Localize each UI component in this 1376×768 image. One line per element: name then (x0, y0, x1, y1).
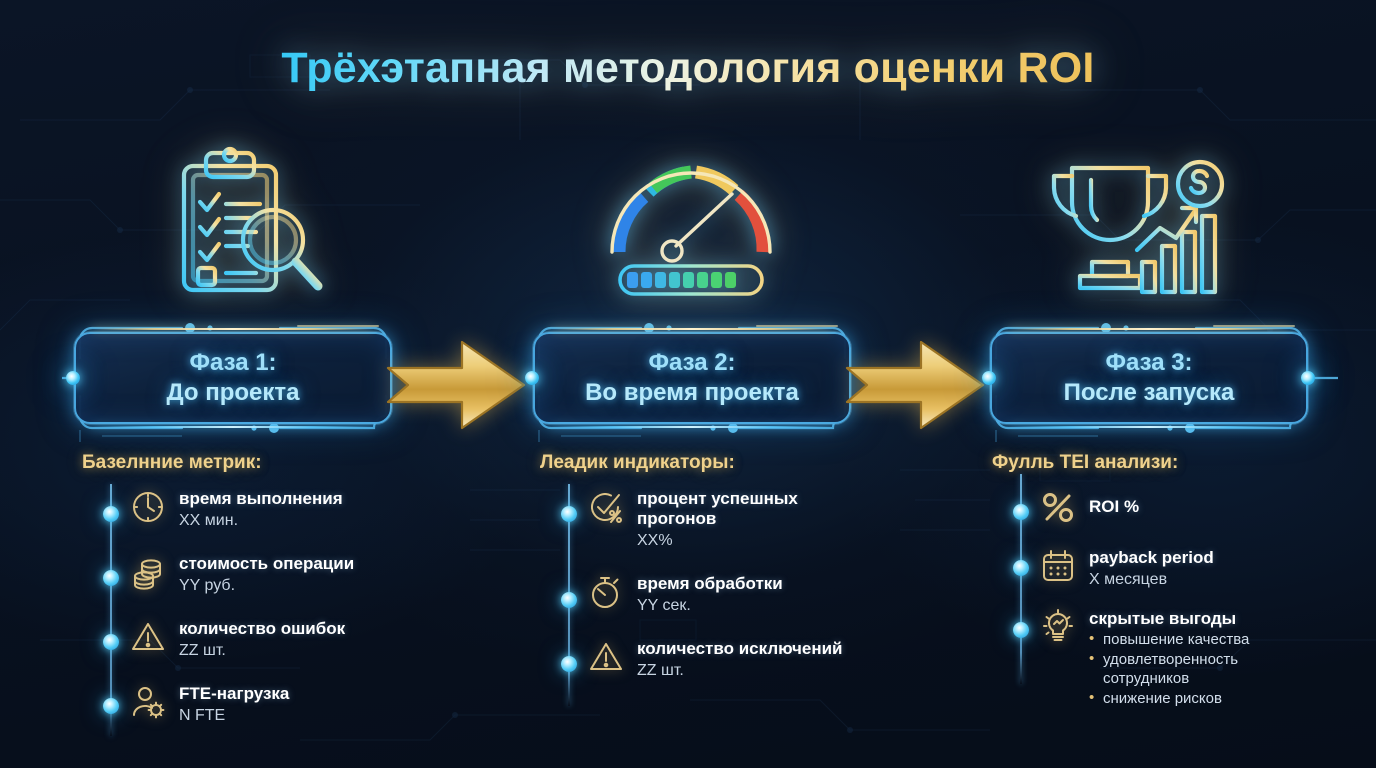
benefit-item: удовлетворенность сотрудников (1089, 649, 1294, 689)
list-item: количество исключений ZZ шт. (540, 638, 896, 681)
phase-2-dot-2 (561, 592, 577, 608)
phase-2-line2: Во время проекта (585, 379, 799, 406)
list-item: FTE-нагрузка N FTE (82, 683, 438, 726)
phase-1-timeline (110, 484, 112, 736)
check-percent-icon (591, 493, 622, 523)
list-item-label: ROI % (1089, 496, 1140, 516)
list-item: payback period X месяцев (992, 547, 1348, 590)
clipboard-magnifier-icon (181, 146, 323, 293)
phase-1-bottom-accent (92, 426, 374, 428)
phase-3-timeline (1020, 474, 1022, 684)
phase-3-bottom-accent (1008, 426, 1290, 428)
phase-1-top-accent (92, 328, 374, 330)
clock-icon (133, 492, 163, 522)
connector-node-phase3-left (982, 371, 996, 385)
warning-icon (132, 623, 164, 651)
connector-node-phase2-left (525, 371, 539, 385)
list-item-value: ZZ шт. (179, 642, 226, 660)
list-item-value: YY сек. (637, 597, 691, 615)
benefit-item: повышение качества (1089, 629, 1294, 650)
phase-3-dot-1 (1013, 504, 1029, 520)
phase-3-dot-2 (1013, 560, 1029, 576)
list-item-value: ZZ шт. (637, 662, 684, 680)
phase-2-dot-3 (561, 656, 577, 672)
phase-3-line1: Фаза 3: (1105, 349, 1193, 376)
list-item-text: стоимость операции YY руб. (179, 553, 354, 596)
list-item-text: payback period X месяцев (1089, 547, 1214, 590)
calendar-icon (1043, 550, 1073, 581)
phase-2-line1: Фаза 2: (648, 349, 736, 376)
phase-3-box[interactable]: Фаза 3: После запуска (990, 328, 1308, 428)
list-item-label: скрытые выгоды (1089, 609, 1237, 629)
phase-2-bottom-accent (551, 426, 833, 428)
phase-2-heading: Леадик индикаторы: (540, 452, 735, 473)
list-item-text: время обработки YY сек. (637, 573, 783, 616)
coins-icon (134, 559, 161, 590)
phase-1-dot-4 (103, 698, 119, 714)
arrow-phase1-to-phase2 (386, 340, 526, 430)
list-item-label: время обработки (637, 574, 783, 594)
phase-1-box[interactable]: Фаза 1: До проекта (74, 328, 392, 428)
connector-node-left (66, 371, 80, 385)
lightbulb-icon (1043, 609, 1073, 642)
phase-3-dot-3 (1013, 622, 1029, 638)
phase-1-details: Базелнние метрик: время выполнения XX ми… (82, 452, 438, 736)
list-item: количество ошибок ZZ шт. (82, 618, 438, 661)
list-item: время обработки YY сек. (540, 573, 896, 616)
page-title: Трёхэтапная методология оценки ROI (281, 44, 1095, 92)
list-item-label: процент успешных прогонов (637, 489, 798, 529)
warning-icon (590, 643, 622, 671)
list-item-label: количество ошибок (179, 619, 346, 639)
list-item-value: XX% (637, 532, 673, 550)
list-item-label: FTE-нагрузка (179, 684, 290, 704)
list-item-text: скрытые выгоды повышение качества удовле… (1089, 608, 1294, 708)
list-item-text: процент успешных прогонов XX% (637, 488, 867, 551)
phase-1-dot-3 (103, 634, 119, 650)
list-item-label: количество исключений (637, 639, 843, 659)
list-item: время выполнения XX мин. (82, 488, 438, 531)
phase-3-top-accent (1008, 328, 1290, 330)
list-item-label: время выполнения (179, 489, 343, 508)
list-item-text: FTE-нагрузка N FTE (179, 683, 289, 726)
phase-2-dot-1 (561, 506, 577, 522)
list-item-value: XX мин. (179, 512, 239, 530)
phase-1-line1: Фаза 1: (189, 349, 277, 376)
list-item-value: X месяцев (1089, 571, 1168, 589)
list-item-text: ROI % (1089, 496, 1139, 517)
phase-3-heading: Фулль TEI анализи: (992, 452, 1179, 473)
phase-3-line2: После запуска (1063, 379, 1235, 406)
phase-1-heading: Базелнние метрик: (82, 452, 262, 473)
phase-3-details: Фулль TEI анализи: ROI % (992, 452, 1348, 708)
hidden-benefits-list: повышение качества удовлетворенность сот… (1089, 629, 1294, 709)
connector-node-right (1301, 371, 1315, 385)
phase-1-dot-2 (103, 570, 119, 586)
trophy-chart-icon (1051, 159, 1225, 295)
phase-1-dot-1 (103, 506, 119, 522)
list-item-value: N FTE (179, 707, 226, 725)
phase-2-box[interactable]: Фаза 2: Во время проекта (533, 328, 851, 428)
arrow-phase2-to-phase3 (845, 340, 985, 430)
list-item: стоимость операции YY руб. (82, 553, 438, 596)
percent-icon (1043, 493, 1073, 522)
list-item: процент успешных прогонов XX% (540, 488, 896, 551)
benefit-item: снижение рисков (1089, 688, 1294, 709)
phase-2-top-accent (551, 328, 833, 330)
phase-1-line2: До проекта (166, 379, 300, 406)
list-item-value: YY руб. (179, 577, 236, 595)
list-item-text: количество исключений ZZ шт. (637, 638, 843, 681)
list-item-label: стоимость операции (179, 554, 355, 574)
gauge-icon (610, 165, 772, 296)
phase-2-details: Леадик индикаторы: процент успешных прог… (540, 452, 896, 706)
list-item-label: payback period (1089, 548, 1214, 567)
page-title-wrapper: Трёхэтапная методология оценки ROI (0, 44, 1376, 93)
list-item: ROI % (992, 488, 1348, 525)
list-item-text: время выполнения XX мин. (179, 488, 343, 531)
stopwatch-icon (592, 577, 619, 609)
list-item: скрытые выгоды повышение качества удовле… (992, 608, 1348, 708)
user-gear-icon (132, 687, 165, 719)
list-item-text: количество ошибок ZZ шт. (179, 618, 345, 661)
